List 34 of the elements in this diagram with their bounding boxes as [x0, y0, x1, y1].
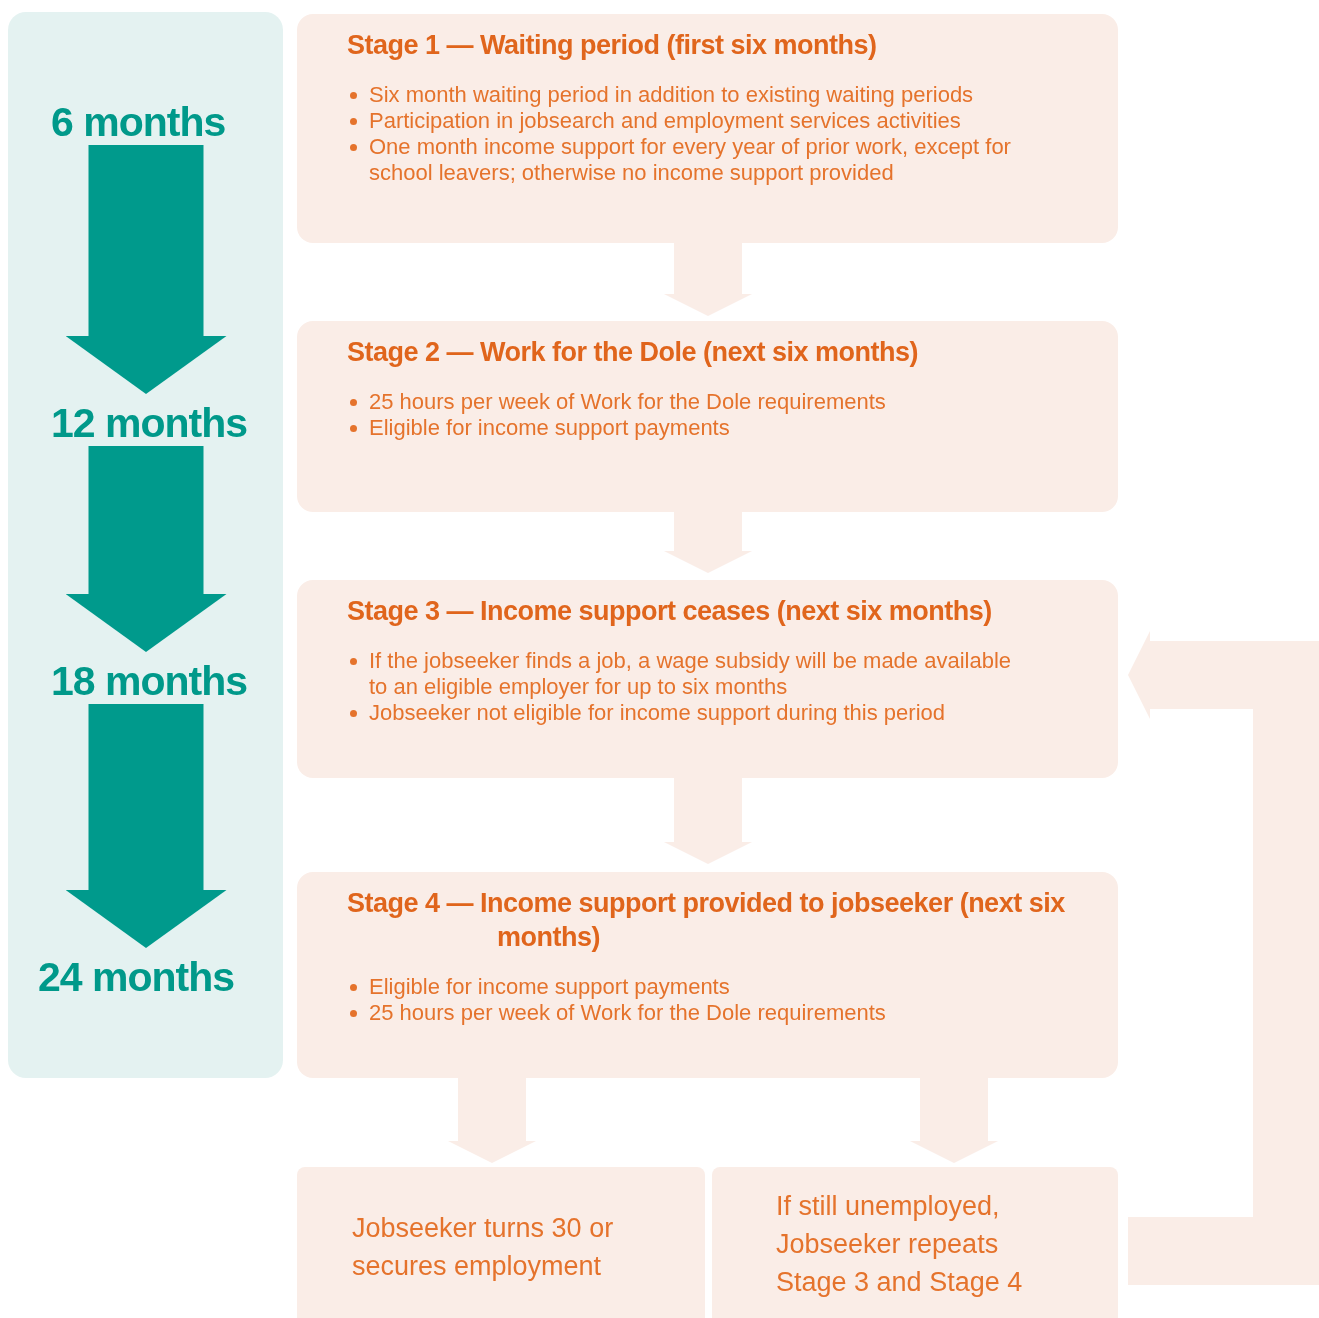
bullet-point: Eligible for income support payments: [347, 415, 1019, 441]
outcome-box: [712, 1167, 1118, 1318]
bullet-point: If the jobseeker finds a job, a wage subsidy will be made available to an eligible employer for up to six months: [347, 648, 1019, 700]
outcome-text: If still unemployed, Jobseeker repeats Stage 3 and Stage 4: [776, 1190, 1024, 1299]
arrow: [1128, 631, 1319, 1285]
arrow: [664, 243, 752, 316]
stage-box: [297, 580, 1118, 778]
bullet-point: 25 hours per week of Work for the Dole requirements: [347, 1000, 1019, 1026]
stage-box: [297, 14, 1118, 243]
arrow: [65, 145, 227, 394]
duration-label: 6 months: [51, 97, 226, 141]
stage-box: [297, 321, 1118, 512]
outcome-box: [297, 1167, 705, 1318]
arrow: [910, 1078, 998, 1163]
arrow: [65, 446, 227, 652]
bullet-point: One month income support for every year of prior work, except for school leavers; otherwise no income support provided: [347, 134, 1019, 186]
stage-heading: Stage 4 — Income support provided to jobseeker (next six months): [347, 887, 1066, 954]
bullet-point: 25 hours per week of Work for the Dole requirements: [347, 389, 1019, 415]
bullet-point: Jobseeker not eligible for income support during this period: [347, 700, 1019, 726]
duration-label: 18 months: [51, 656, 251, 700]
outcome-text: Jobseeker turns 30 or secures employment: [352, 1212, 615, 1283]
arrow: [65, 704, 227, 948]
bullet-point: Participation in jobsearch and employment services activities: [347, 108, 1019, 134]
stage-heading: Stage 2 — Work for the Dole (next six months): [347, 336, 920, 369]
duration-label: 24 months: [38, 952, 238, 996]
arrow: [664, 512, 752, 573]
duration-label: 12 months: [51, 398, 251, 442]
stage-heading: Stage 1 — Waiting period (first six months): [347, 29, 878, 62]
arrow: [448, 1078, 536, 1163]
stage-heading: Stage 3 — Income support ceases (next six months): [347, 595, 993, 628]
arrow: [664, 778, 752, 864]
stage-box: [297, 872, 1118, 1078]
bullet-point: Eligible for income support payments: [347, 974, 1019, 1000]
bullet-point: Six month waiting period in addition to existing waiting periods: [347, 82, 1019, 108]
